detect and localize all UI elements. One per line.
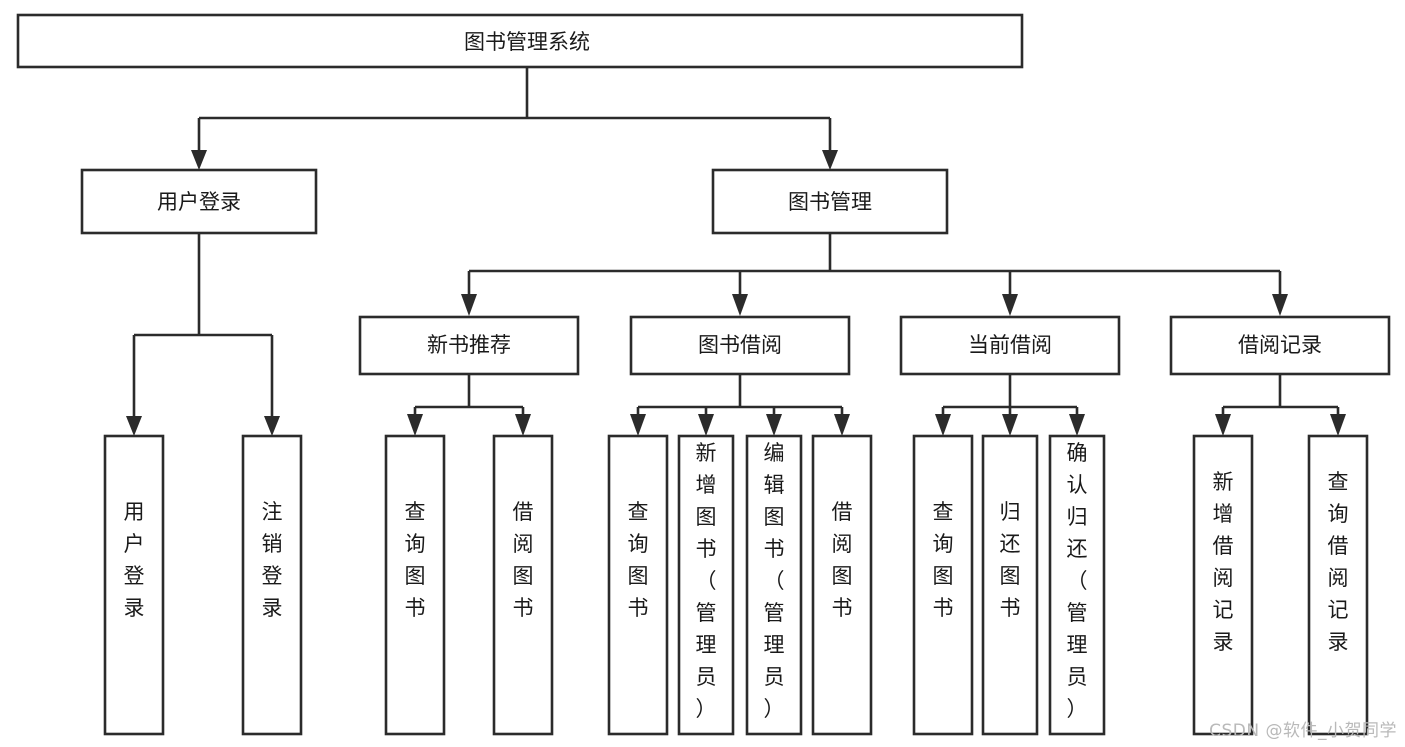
connector-group-new-book-recommend	[407, 374, 531, 436]
arrow-head-cb-leaf-2	[1069, 414, 1085, 436]
arrow-head-nbr-leaf-0	[407, 414, 423, 436]
leaf-cb-query-book-label: 查询图书	[933, 500, 954, 620]
node-book-management-box[interactable]	[711, 168, 949, 235]
node-book-borrow[interactable]: 图书借阅	[629, 315, 851, 376]
leaf-nbr-query-book-box[interactable]	[384, 434, 446, 736]
connector-group-current-borrow	[935, 374, 1085, 436]
leaf-bb-edit-book-box[interactable]	[745, 434, 803, 736]
leaf-cb-query-book-box[interactable]	[912, 434, 974, 736]
node-current-borrow-label: 当前借阅	[968, 333, 1052, 357]
node-current-borrow-box[interactable]	[899, 315, 1121, 376]
arrow-head-new-book-recommend	[461, 294, 477, 316]
arrow-head-bb-leaf-3	[834, 414, 850, 436]
connector-group-book-borrow	[630, 374, 850, 436]
leaf-logout-box[interactable]	[241, 434, 303, 736]
leaf-bb-query-book[interactable]: 查询图书	[607, 434, 669, 736]
arrow-head-br-leaf-0	[1215, 414, 1231, 436]
arrow-head-cb-leaf-1	[1002, 414, 1018, 436]
leaf-cb-confirm-return-label: 确认归还（管理员）	[1067, 441, 1088, 721]
leaf-logout[interactable]: 注销登录	[241, 434, 303, 736]
node-root-system-label: 图书管理系统	[464, 30, 590, 54]
node-borrow-record[interactable]: 借阅记录	[1169, 315, 1391, 376]
leaf-bb-borrow-book-box[interactable]	[811, 434, 873, 736]
node-book-borrow-box[interactable]	[629, 315, 851, 376]
node-book-borrow-label: 图书借阅	[698, 333, 782, 357]
arrow-head-book-mgmt	[822, 150, 838, 170]
arrow-head-br-leaf-1	[1330, 414, 1346, 436]
arrow-head-cb-leaf-0	[935, 414, 951, 436]
node-user-login-box[interactable]	[80, 168, 318, 235]
leaf-cb-confirm-return[interactable]: 确认归还（管理员）	[1048, 434, 1106, 736]
leaf-cb-query-book[interactable]: 查询图书	[912, 434, 974, 736]
leaf-user-login-box[interactable]	[103, 434, 165, 736]
leaf-user-login-label: 用户登录	[124, 500, 145, 620]
node-root-system[interactable]: 图书管理系统	[16, 13, 1024, 69]
arrow-head-leaf-user-login	[126, 416, 142, 436]
leaf-nbr-borrow-book-box[interactable]	[492, 434, 554, 736]
leaf-cb-return-book-box[interactable]	[981, 434, 1039, 736]
node-borrow-record-box[interactable]	[1169, 315, 1391, 376]
csdn-watermark: CSDN @软件_小贺同学	[1209, 721, 1397, 741]
leaf-cb-confirm-return-box[interactable]	[1048, 434, 1106, 736]
leaf-bb-add-book[interactable]: 新增图书（管理员）	[677, 434, 735, 736]
connector-group-book-mgmt	[461, 233, 1288, 316]
node-user-login[interactable]: 用户登录	[80, 168, 318, 235]
leaf-bb-query-book-box[interactable]	[607, 434, 669, 736]
leaf-logout-label: 注销登录	[262, 500, 283, 620]
leaf-nbr-borrow-book[interactable]: 借阅图书	[492, 434, 554, 736]
leaf-bb-edit-book[interactable]: 编辑图书（管理员）	[745, 434, 803, 736]
leaf-bb-borrow-book[interactable]: 借阅图书	[811, 434, 873, 736]
arrow-head-bb-leaf-0	[630, 414, 646, 436]
arrow-head-leaf-logout	[264, 416, 280, 436]
leaf-bb-add-book-box[interactable]	[677, 434, 735, 736]
leaf-nbr-borrow-book-label: 借阅图书	[513, 500, 534, 620]
arrow-head-book-borrow	[732, 294, 748, 316]
leaf-br-query-record-label: 查询借阅记录	[1328, 470, 1349, 654]
arrow-head-current-borrow	[1002, 294, 1018, 316]
node-user-login-label: 用户登录	[157, 190, 241, 214]
node-new-book-recommend-label: 新书推荐	[427, 333, 511, 357]
leaf-user-login[interactable]: 用户登录	[103, 434, 165, 736]
node-new-book-recommend-box[interactable]	[358, 315, 580, 376]
connector-group-borrow-record	[1215, 374, 1346, 436]
leaf-bb-query-book-label: 查询图书	[628, 500, 649, 620]
leaf-br-add-record-label: 新增借阅记录	[1213, 470, 1234, 654]
arrow-head-user-login	[191, 150, 207, 170]
leaf-bb-borrow-book-label: 借阅图书	[832, 500, 853, 620]
arrow-head-borrow-record	[1272, 294, 1288, 316]
arrow-head-bb-leaf-2	[766, 414, 782, 436]
leaf-cb-return-book-label: 归还图书	[1000, 500, 1021, 620]
node-book-management-label: 图书管理	[788, 190, 872, 214]
arrow-head-nbr-leaf-1	[515, 414, 531, 436]
node-root-system-box[interactable]	[16, 13, 1024, 69]
leaf-br-add-record[interactable]: 新增借阅记录	[1192, 434, 1254, 736]
leaf-br-add-record-box[interactable]	[1192, 434, 1254, 736]
node-new-book-recommend[interactable]: 新书推荐	[358, 315, 580, 376]
connector-group-root	[191, 67, 838, 170]
leaf-bb-edit-book-label: 编辑图书（管理员）	[764, 441, 785, 721]
leaf-nbr-query-book[interactable]: 查询图书	[384, 434, 446, 736]
leaf-br-query-record[interactable]: 查询借阅记录	[1307, 434, 1369, 736]
node-book-management[interactable]: 图书管理	[711, 168, 949, 235]
leaf-cb-return-book[interactable]: 归还图书	[981, 434, 1039, 736]
leaf-nbr-query-book-label: 查询图书	[405, 500, 426, 620]
arrow-head-bb-leaf-1	[698, 414, 714, 436]
node-borrow-record-label: 借阅记录	[1238, 333, 1322, 357]
node-current-borrow[interactable]: 当前借阅	[899, 315, 1121, 376]
leaf-br-query-record-box[interactable]	[1307, 434, 1369, 736]
leaf-bb-add-book-label: 新增图书（管理员）	[696, 441, 717, 721]
connector-group-user-login	[126, 233, 280, 436]
